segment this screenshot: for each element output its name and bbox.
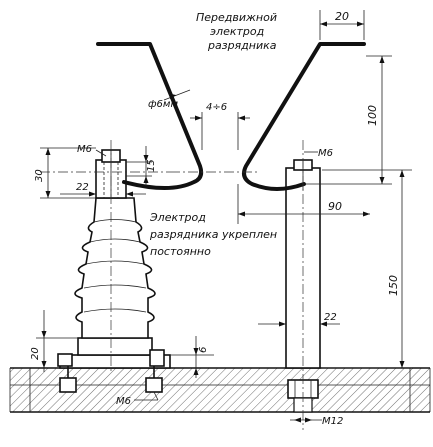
dim-top-width: 20: [335, 10, 349, 23]
dim-bolt-left: М6: [77, 144, 92, 155]
left-insulator: [59, 149, 171, 369]
dim-rod-height: 150: [387, 275, 400, 296]
movable-electrode-label-line1: Передвижной: [196, 11, 277, 24]
movable-electrode: [242, 42, 366, 191]
dimension-lines: [36, 10, 412, 423]
fixed-electrode: [96, 42, 204, 190]
dim-right-height: 100: [366, 105, 379, 126]
movable-electrode-label-line2: электрод: [210, 25, 264, 38]
dim-bolt-right: М6: [318, 148, 333, 159]
fixed-electrode-label-line1: Электрод: [149, 211, 206, 224]
dim-bottom-bolt: М6: [116, 396, 131, 407]
dim-rod-width: 22: [324, 312, 337, 323]
dim-base-height: 20: [30, 347, 41, 360]
dim-left-height: 30: [34, 169, 45, 182]
dim-base-offset: 6: [198, 347, 209, 353]
dim-gap: 4÷6: [206, 102, 227, 113]
fixed-electrode-label-line2: разрядника укреплен: [149, 228, 277, 241]
fixed-electrode-label-line3: постоянно: [150, 245, 211, 258]
bottom-fasteners: [57, 349, 165, 393]
dim-stud-offset: 15: [146, 159, 157, 172]
centre-lines: [40, 140, 304, 430]
dim-horizontal-reach: 90: [328, 200, 342, 213]
dim-wire-diameter: ф6мм: [148, 99, 178, 110]
base-plate: [9, 367, 431, 413]
dim-left-width: 22: [76, 182, 89, 193]
dim-bottom-thread: М12: [322, 416, 343, 427]
movable-electrode-label-line3: разрядника: [207, 39, 277, 52]
